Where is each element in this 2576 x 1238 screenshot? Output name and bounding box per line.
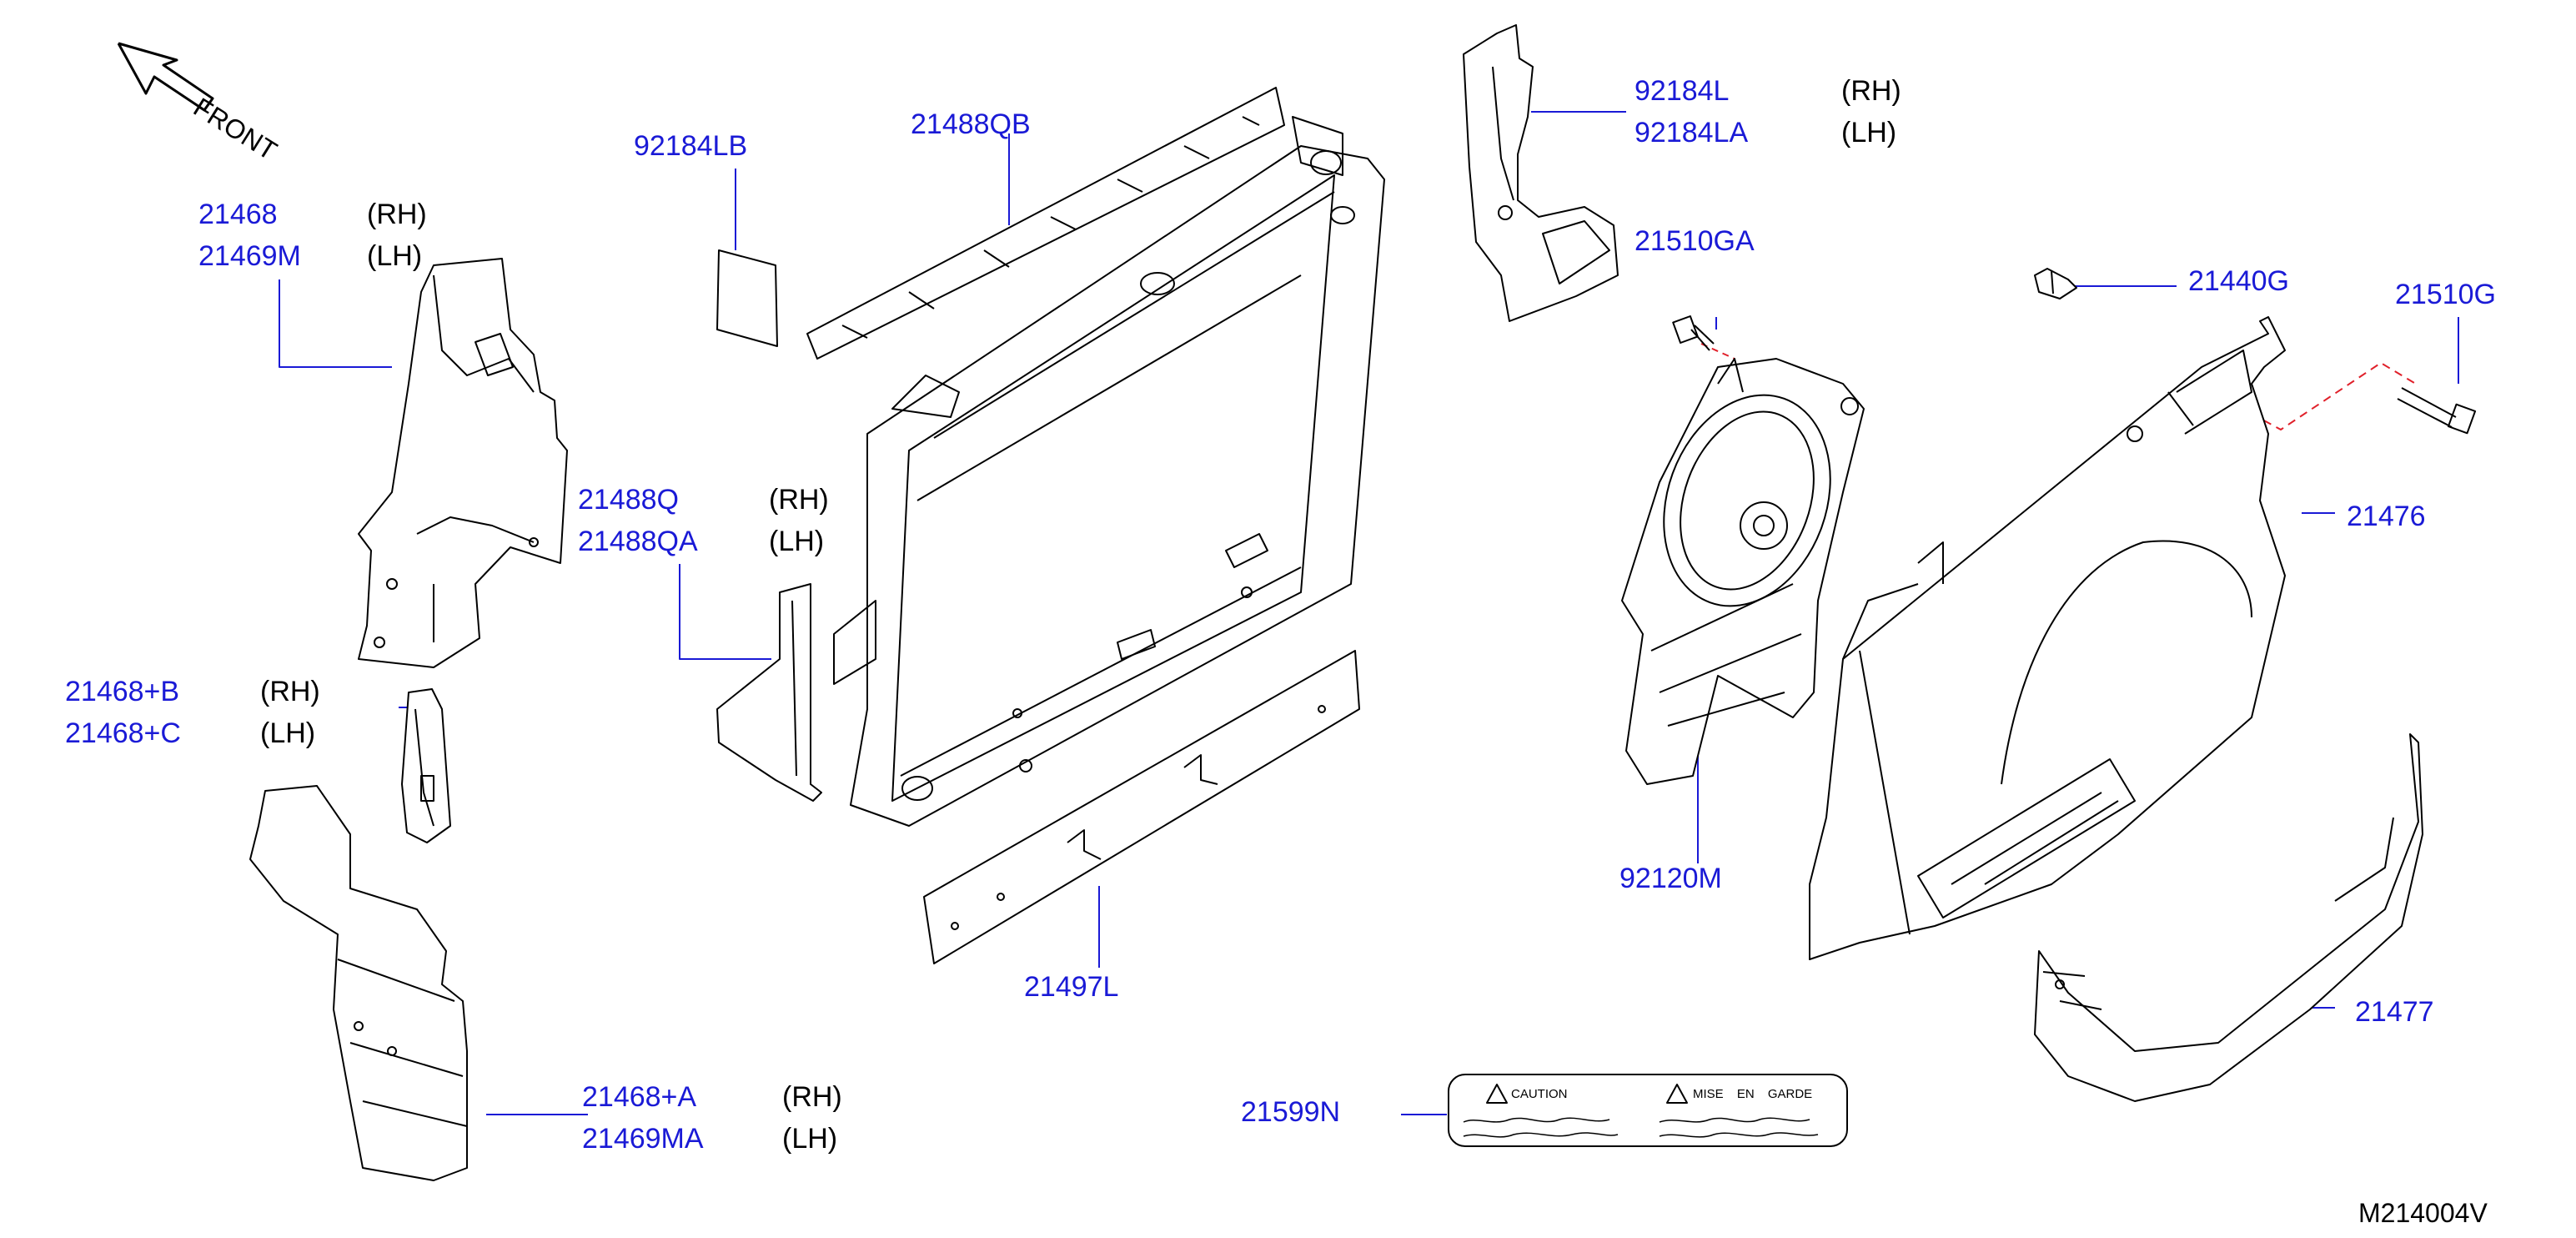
- caution-heading-right: MISE EN GARDE: [1693, 1087, 1813, 1101]
- callout-part-21468: 21468: [198, 199, 278, 230]
- caution-label: [1448, 1074, 1848, 1147]
- callout-part-21497l: 21497L: [1024, 971, 1119, 1003]
- callout-part-92184la: 92184LA: [1634, 117, 1749, 148]
- callout-part-21488q: 21488Q: [578, 484, 679, 516]
- part-21468-air-guide: [358, 258, 568, 668]
- part-21476-fan-shroud: [1809, 316, 2286, 960]
- callout-side-92184la: (LH): [1841, 117, 1897, 148]
- clip-21440g-icon: [2034, 268, 2077, 299]
- part-21468b-bracket: [401, 688, 451, 843]
- callout-part-21510ga: 21510GA: [1634, 225, 1755, 257]
- callout-side-21488q: (RH): [769, 484, 829, 516]
- part-21468a-air-guide: [249, 785, 468, 1181]
- diagram-code: M214004V: [2358, 1198, 2488, 1228]
- callout-part-21468c: 21468+C: [65, 717, 181, 749]
- part-21488qb-top-seal: [806, 87, 1285, 360]
- callout-part-21510g: 21510G: [2395, 279, 2496, 310]
- callout-side-21468c: (LH): [260, 717, 316, 749]
- caution-heading-left: CAUTION: [1511, 1087, 1568, 1101]
- callout-side-21468: (RH): [367, 199, 427, 230]
- callout-part-92184lb: 92184LB: [634, 130, 748, 162]
- front-arrow-icon: [117, 42, 214, 112]
- leader-lines: [279, 111, 2459, 1115]
- callout-side-21468b: (RH): [260, 676, 320, 707]
- callout-side-21469m: (LH): [367, 240, 423, 272]
- callout-part-21476: 21476: [2347, 501, 2426, 532]
- callout-side-21469ma: (LH): [782, 1123, 838, 1155]
- callout-part-21469m: 21469M: [198, 240, 301, 272]
- bolt-21510ga-icon: [1672, 315, 1715, 351]
- callout-part-21488qa: 21488QA: [578, 526, 698, 557]
- part-radiator: [833, 116, 1385, 827]
- callout-part-21468b: 21468+B: [65, 676, 180, 707]
- callout-part-21477: 21477: [2355, 996, 2434, 1028]
- callout-part-21599n: 21599N: [1241, 1096, 1341, 1128]
- callout-part-92184l: 92184L: [1634, 75, 1730, 107]
- part-92184lb-pad: [716, 249, 778, 347]
- part-21488q-side-seal: [716, 583, 822, 802]
- callout-side-21488qa: (LH): [769, 526, 825, 557]
- dashed-leader: [2188, 362, 2419, 430]
- callout-part-21488qb: 21488QB: [911, 108, 1031, 140]
- callout-side-21468a: (RH): [782, 1081, 842, 1113]
- bolt-21510g-icon: [2397, 387, 2477, 435]
- part-21497l-lower-seal: [923, 650, 1360, 964]
- part-92184l-deflector: [1463, 24, 1619, 322]
- callout-side-92184l: (RH): [1841, 75, 1901, 107]
- callout-part-92120m: 92120M: [1619, 863, 1722, 894]
- callout-part-21469ma: 21469MA: [582, 1123, 704, 1155]
- callout-part-21468a: 21468+A: [582, 1081, 697, 1113]
- callout-part-21440g: 21440G: [2188, 265, 2289, 297]
- part-92120m-fan-motor: [1621, 358, 1865, 785]
- part-21477-lower-shroud: [2034, 733, 2423, 1102]
